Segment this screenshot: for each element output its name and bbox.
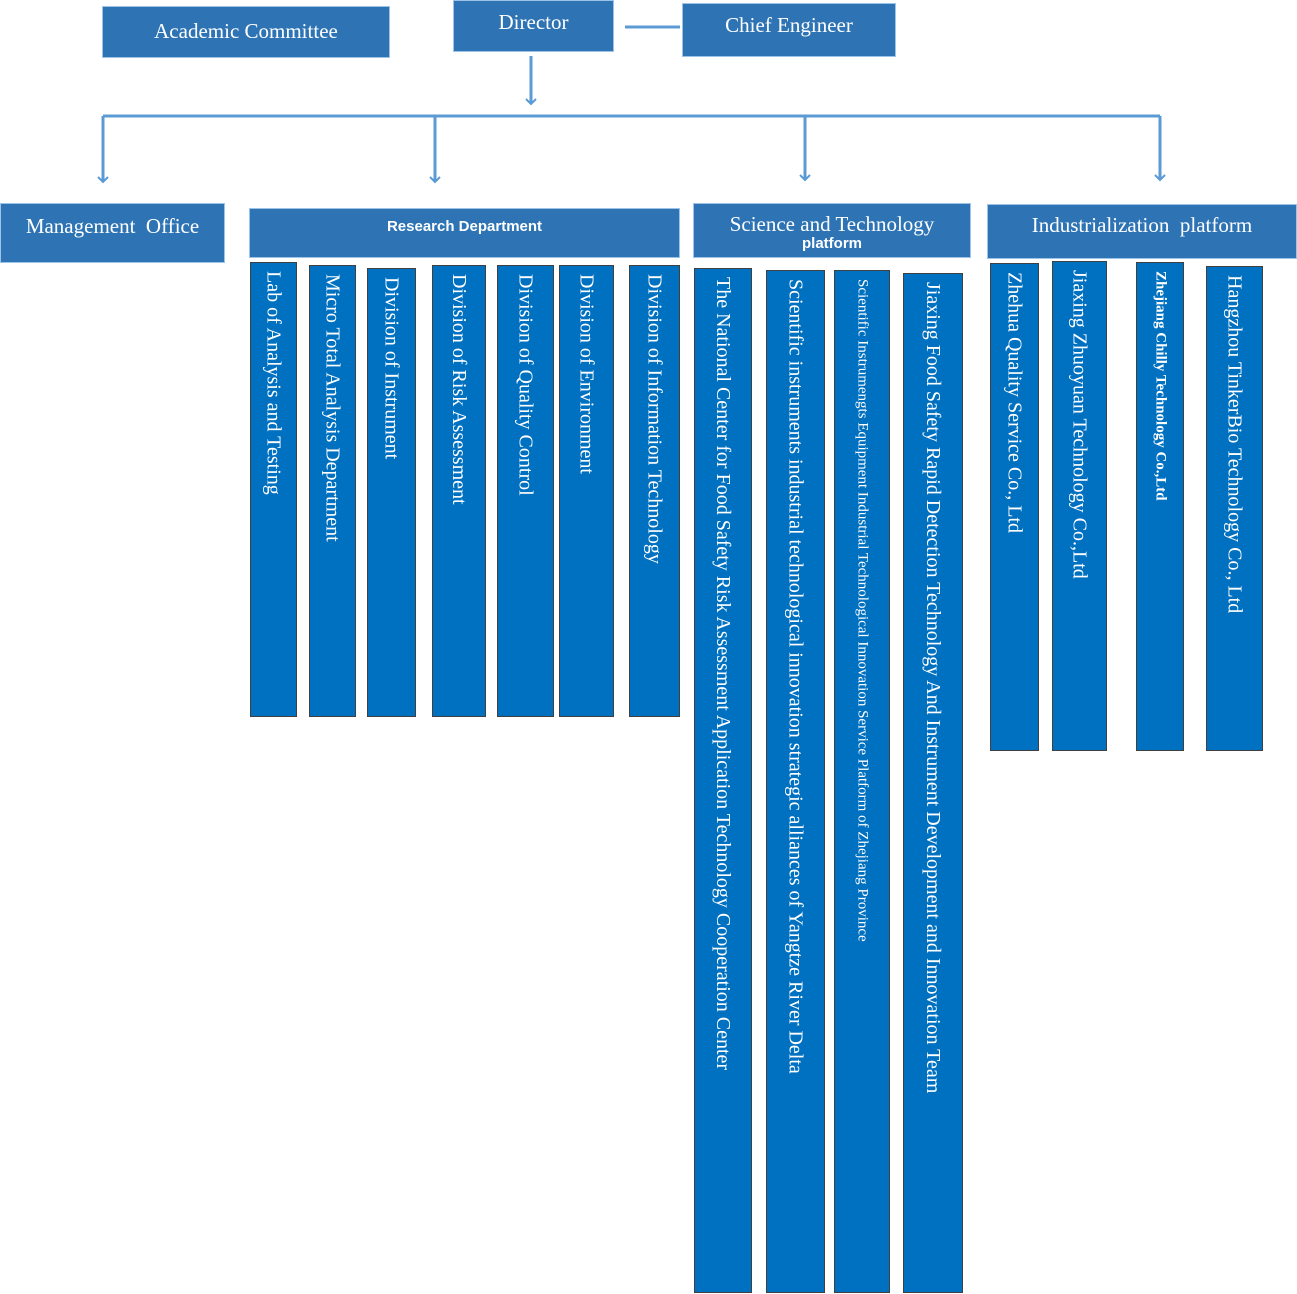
science-unit: Scientific Instrumengts Equipment Indust…	[834, 270, 890, 1293]
management-office-box: Management Office	[0, 203, 225, 263]
industry-unit-label: Zhehua Quality Service Co., Ltd	[1003, 272, 1026, 534]
industrialization-label: Industrialization platform	[1031, 213, 1253, 237]
science-unit: Jiaxing Food Safety Rapid Detection Tech…	[903, 273, 963, 1293]
research-unit-label: Division of Instrument	[380, 277, 403, 460]
industry-unit-label: Zhejiang Chilly Technology Co.,Ltd	[1152, 271, 1169, 501]
chief-engineer-box: Chief Engineer	[682, 3, 896, 57]
research-unit: Division of Quality Control	[497, 265, 554, 717]
research-unit: Lab of Analysis and Testing	[250, 262, 297, 717]
industry-unit: Jiaxing Zhuoyuan Technology Co.,Ltd	[1052, 261, 1107, 751]
research-unit: Division of Instrument	[367, 268, 416, 717]
research-unit-label: Division of Risk Assessment	[448, 274, 470, 505]
industry-unit: Hangzhou TinkerBio Technology Co., Ltd	[1206, 266, 1263, 751]
research-department-label: Research Department	[386, 218, 543, 235]
science-unit-label: The National Center for Food Safety Risk…	[712, 277, 734, 1071]
academic-committee-box: Academic Committee	[102, 6, 390, 58]
research-unit: Division of Risk Assessment	[432, 265, 486, 717]
science-unit: Scientific instruments industrial techno…	[766, 270, 825, 1293]
research-department-box: Research Department	[249, 208, 680, 258]
chief-engineer-label: Chief Engineer	[725, 13, 853, 37]
research-unit-label: Micro Total Analysis Department	[321, 274, 344, 542]
research-unit-label: Division of Quality Control	[514, 274, 537, 496]
science-unit: The National Center for Food Safety Risk…	[694, 268, 752, 1293]
management-office-label: Management Office	[25, 214, 200, 238]
director-box: Director	[453, 0, 614, 52]
industry-unit-label: Hangzhou TinkerBio Technology Co., Ltd	[1223, 275, 1246, 614]
director-label: Director	[498, 10, 569, 34]
science-unit-label: Scientific Instrumengts Equipment Indust…	[854, 279, 871, 942]
industry-unit: Zhejiang Chilly Technology Co.,Ltd	[1136, 262, 1184, 751]
science-technology-label-line1: Science and Technology	[729, 212, 935, 236]
science-unit-label: Jiaxing Food Safety Rapid Detection Tech…	[922, 282, 944, 1094]
science-technology-label-line2: platform	[802, 235, 862, 253]
research-unit-label: Division of Information Technology	[643, 274, 666, 564]
research-unit-label: Lab of Analysis and Testing	[262, 271, 285, 495]
industry-unit: Zhehua Quality Service Co., Ltd	[990, 263, 1039, 751]
science-unit-label: Scientific instruments industrial techno…	[784, 279, 807, 1074]
research-unit-label: Division of Environment	[575, 274, 598, 474]
research-unit: Division of Information Technology	[629, 265, 680, 717]
academic-committee-label: Academic Committee	[154, 19, 338, 44]
research-unit: Division of Environment	[559, 265, 614, 717]
science-technology-box: Science and Technology platform	[693, 203, 971, 258]
research-unit: Micro Total Analysis Department	[309, 265, 356, 717]
industrialization-box: Industrialization platform	[987, 204, 1297, 259]
industry-unit-label: Jiaxing Zhuoyuan Technology Co.,Ltd	[1068, 270, 1091, 579]
